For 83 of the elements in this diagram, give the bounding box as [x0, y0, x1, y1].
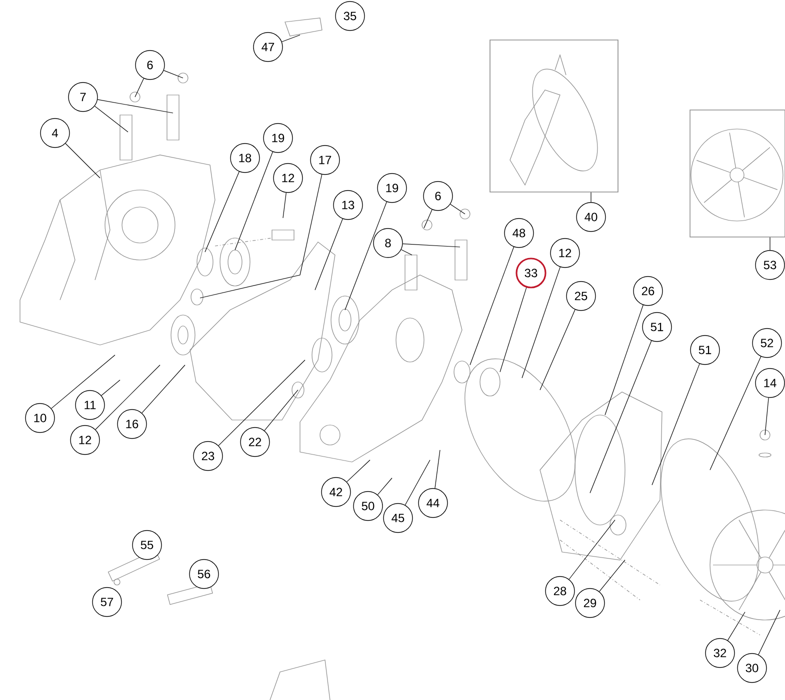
callout-number: 19 — [263, 123, 293, 153]
leader-line — [94, 106, 128, 132]
leader-line — [424, 209, 432, 228]
callout-number: 50 — [353, 491, 383, 521]
leader-line — [101, 380, 120, 396]
callout-number: 56 — [189, 559, 219, 589]
callout-number: 30 — [737, 653, 767, 683]
leader-line — [568, 520, 616, 580]
leader-line — [142, 364, 186, 414]
callout-number: 18 — [230, 143, 260, 173]
leader-line — [404, 460, 430, 506]
callout-number: 25 — [566, 281, 596, 311]
callout-number: 19 — [377, 173, 407, 203]
leader-line — [540, 309, 576, 390]
callout-number: 52 — [752, 328, 782, 358]
leader-line — [500, 287, 527, 372]
leader-line — [264, 390, 298, 431]
callout-number: 12 — [550, 238, 580, 268]
leader-line — [164, 70, 184, 78]
leader-line — [604, 304, 644, 416]
callout-number: 23 — [193, 441, 223, 471]
leader-line — [377, 478, 392, 496]
leader-line — [450, 204, 466, 214]
callout-number: 53 — [755, 250, 785, 280]
leader-line — [282, 34, 300, 42]
leader-line — [727, 612, 746, 641]
leader-line — [764, 397, 769, 436]
leader-line — [652, 364, 700, 486]
callout-number: 33 — [516, 258, 546, 288]
leader-line — [400, 249, 412, 256]
leader-line — [95, 364, 160, 430]
leader-line — [758, 610, 780, 655]
callout-number: 6 — [423, 181, 453, 211]
leader-line — [590, 340, 652, 494]
callout-number: 4 — [40, 118, 70, 148]
leader-line — [434, 450, 440, 489]
leader-line — [402, 244, 460, 248]
callout-number: 57 — [92, 587, 122, 617]
leader-line — [282, 192, 286, 218]
callout-number: 32 — [705, 638, 735, 668]
leader-line — [344, 202, 387, 310]
leader-line — [234, 152, 273, 250]
callout-number: 6 — [135, 50, 165, 80]
callout-number: 55 — [132, 530, 162, 560]
callout-number: 35 — [335, 1, 365, 31]
callout-number: 22 — [240, 427, 270, 457]
callout-number: 40 — [576, 202, 606, 232]
leader-line — [51, 354, 116, 409]
callout-number: 14 — [755, 368, 785, 398]
callout-number: 7 — [68, 82, 98, 112]
callout-number: 12 — [273, 163, 303, 193]
callout-number: 28 — [545, 576, 575, 606]
callout-number: 17 — [310, 145, 340, 175]
callout-number: 51 — [642, 312, 672, 342]
leader-line — [590, 192, 592, 202]
callout-number: 16 — [117, 409, 147, 439]
callout-number: 29 — [575, 588, 605, 618]
leader-line — [710, 356, 762, 470]
inset-frame — [690, 110, 785, 238]
leader-line — [134, 78, 144, 98]
callout-number: 51 — [690, 335, 720, 365]
leader-line — [97, 99, 174, 114]
leader-line — [204, 171, 240, 252]
callout-number: 8 — [373, 228, 403, 258]
leader-line — [314, 218, 343, 290]
callout-number: 11 — [75, 390, 105, 420]
callout-number: 47 — [253, 32, 283, 62]
leader-line — [200, 174, 322, 298]
callout-number: 42 — [321, 477, 351, 507]
leader-line — [522, 266, 560, 378]
leader-line — [470, 246, 514, 366]
callout-number: 26 — [633, 276, 663, 306]
leader-line — [65, 143, 100, 178]
callout-number: 45 — [383, 503, 413, 533]
inset-frame — [490, 40, 618, 192]
callout-number: 13 — [333, 190, 363, 220]
callout-number: 10 — [25, 403, 55, 433]
leader-line — [346, 460, 370, 482]
callout-number: 12 — [70, 425, 100, 455]
leader-line — [218, 360, 306, 446]
callout-number: 48 — [504, 218, 534, 248]
callout-number: 44 — [418, 488, 448, 518]
leader-line — [599, 560, 626, 592]
